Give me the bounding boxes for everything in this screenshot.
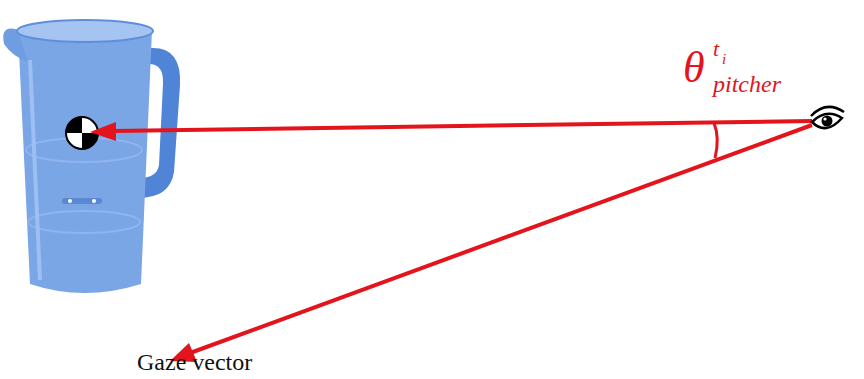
pitcher-rim [17, 20, 153, 42]
superscript-index: i [722, 52, 726, 67]
pitcher-level [28, 211, 140, 233]
eye-symbol [811, 107, 844, 128]
gaze-vector-label: Gaze vector [137, 350, 252, 374]
pitcher-mark [62, 198, 102, 204]
pitcher-dot [68, 199, 72, 203]
superscript-label: t [713, 38, 719, 60]
arrow-head [90, 122, 116, 141]
angle-arc [714, 123, 717, 158]
object-direction-line [112, 121, 812, 131]
pitcher-dot [92, 199, 96, 203]
gaze-vector-line [190, 125, 812, 353]
pitcher-illustration [3, 20, 180, 293]
angle-symbol: θ [683, 46, 705, 90]
pitcher-shine [30, 60, 40, 280]
gaze-arrows [90, 121, 812, 362]
pitcher-body [18, 30, 152, 293]
subscript-label: pitcher [713, 72, 781, 96]
